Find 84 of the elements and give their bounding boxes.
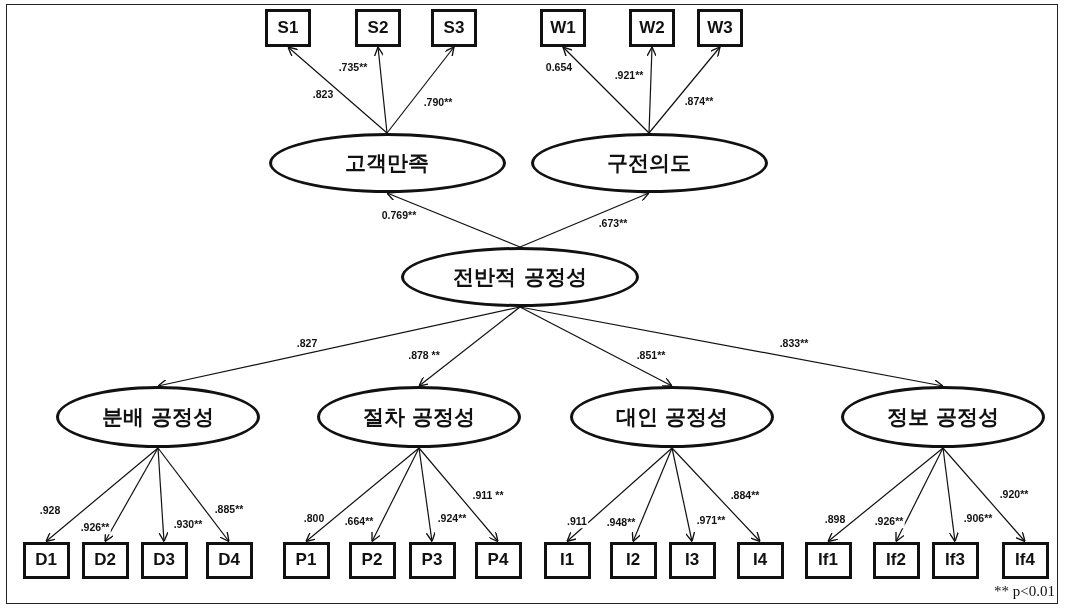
indicator-box: If1 xyxy=(804,541,852,579)
edge-label: .800 xyxy=(302,513,326,525)
arrow xyxy=(157,447,230,543)
edge-label: 0.654 xyxy=(544,62,574,74)
indicator-box: I3 xyxy=(668,541,716,579)
edge-label: 0.769** xyxy=(380,210,418,222)
edge-label: .911 ** xyxy=(471,490,505,502)
significance-note: ** p<0.01 xyxy=(994,583,1055,600)
latent-variable-ellipse: 정보 공정성 xyxy=(841,386,1045,448)
edge-label: .823 xyxy=(311,89,335,101)
edge-label: .790** xyxy=(422,97,454,109)
edge-label: .926** xyxy=(79,522,111,534)
edge-label: .920** xyxy=(998,489,1030,501)
arrow xyxy=(418,447,436,543)
arrow xyxy=(157,447,169,543)
indicator-box: S3 xyxy=(431,9,477,47)
arrow xyxy=(671,447,696,543)
edge-label: .898 xyxy=(823,514,847,526)
latent-variable-ellipse: 분배 공정성 xyxy=(56,386,260,448)
indicator-box: I2 xyxy=(609,541,657,579)
edge-label: .921** xyxy=(613,70,645,82)
edge-label: .948** xyxy=(605,517,637,529)
indicator-box: D1 xyxy=(22,541,70,579)
edge-label: .928 xyxy=(38,505,62,517)
indicator-box: S2 xyxy=(355,9,401,47)
arrow xyxy=(519,191,650,248)
arrow xyxy=(519,306,673,387)
indicator-box: S1 xyxy=(265,9,311,47)
latent-variable-ellipse: 고객만족 xyxy=(268,133,506,193)
arrow xyxy=(287,46,388,134)
indicator-box: I4 xyxy=(736,541,784,579)
indicator-box: P4 xyxy=(474,541,522,579)
edge-label: .878 ** xyxy=(407,350,441,362)
arrow xyxy=(942,447,1026,543)
edge-label: .924** xyxy=(436,513,468,525)
edge-label: .664** xyxy=(343,516,375,528)
indicator-box: P1 xyxy=(282,541,330,579)
edge-label: .833** xyxy=(778,338,810,350)
indicator-box: I1 xyxy=(543,541,591,579)
arrow xyxy=(648,46,721,134)
arrow xyxy=(562,46,650,134)
indicator-box: D4 xyxy=(205,541,253,579)
arrow xyxy=(942,447,959,543)
arrow xyxy=(373,46,388,134)
arrow xyxy=(671,447,761,543)
arrow xyxy=(386,46,455,134)
edge-label: .926** xyxy=(873,516,905,528)
indicator-box: W1 xyxy=(540,9,586,47)
arrow xyxy=(305,447,420,543)
indicator-box: W2 xyxy=(629,9,675,47)
indicator-box: If3 xyxy=(931,541,979,579)
latent-variable-ellipse: 절차 공정성 xyxy=(317,386,521,448)
arrow xyxy=(371,447,420,543)
indicator-box: P2 xyxy=(348,541,396,579)
indicator-box: If2 xyxy=(872,541,920,579)
arrow xyxy=(646,46,657,134)
arrow xyxy=(631,447,673,543)
arrow xyxy=(827,447,944,543)
edge-label: .971** xyxy=(695,515,727,527)
edge-label: .884** xyxy=(729,490,761,502)
edge-label: .874** xyxy=(683,96,715,108)
edge-label: .906** xyxy=(962,513,994,525)
edge-label: .930** xyxy=(172,519,204,531)
arrow xyxy=(45,447,159,543)
latent-variable-ellipse: 전반적 공정성 xyxy=(401,247,639,307)
indicator-box: D3 xyxy=(140,541,188,579)
indicator-box: W3 xyxy=(697,9,743,47)
arrow xyxy=(566,447,673,543)
edge-label: .911 xyxy=(566,516,588,528)
arrow xyxy=(418,447,499,543)
indicator-box: D2 xyxy=(81,541,129,579)
edge-label: .735** xyxy=(337,62,369,74)
edge-label: .673** xyxy=(597,218,629,230)
arrow xyxy=(418,306,521,387)
arrow xyxy=(895,447,944,543)
arrow xyxy=(386,191,521,248)
latent-variable-ellipse: 구전의도 xyxy=(530,133,768,193)
edge-label: .851** xyxy=(635,350,667,362)
latent-variable-ellipse: 대인 공정성 xyxy=(570,386,774,448)
indicator-box: If4 xyxy=(1001,541,1049,579)
edge-label: .885** xyxy=(213,504,245,516)
edge-label: .827 xyxy=(295,338,319,350)
indicator-box: P3 xyxy=(408,541,456,579)
arrow xyxy=(104,447,159,543)
